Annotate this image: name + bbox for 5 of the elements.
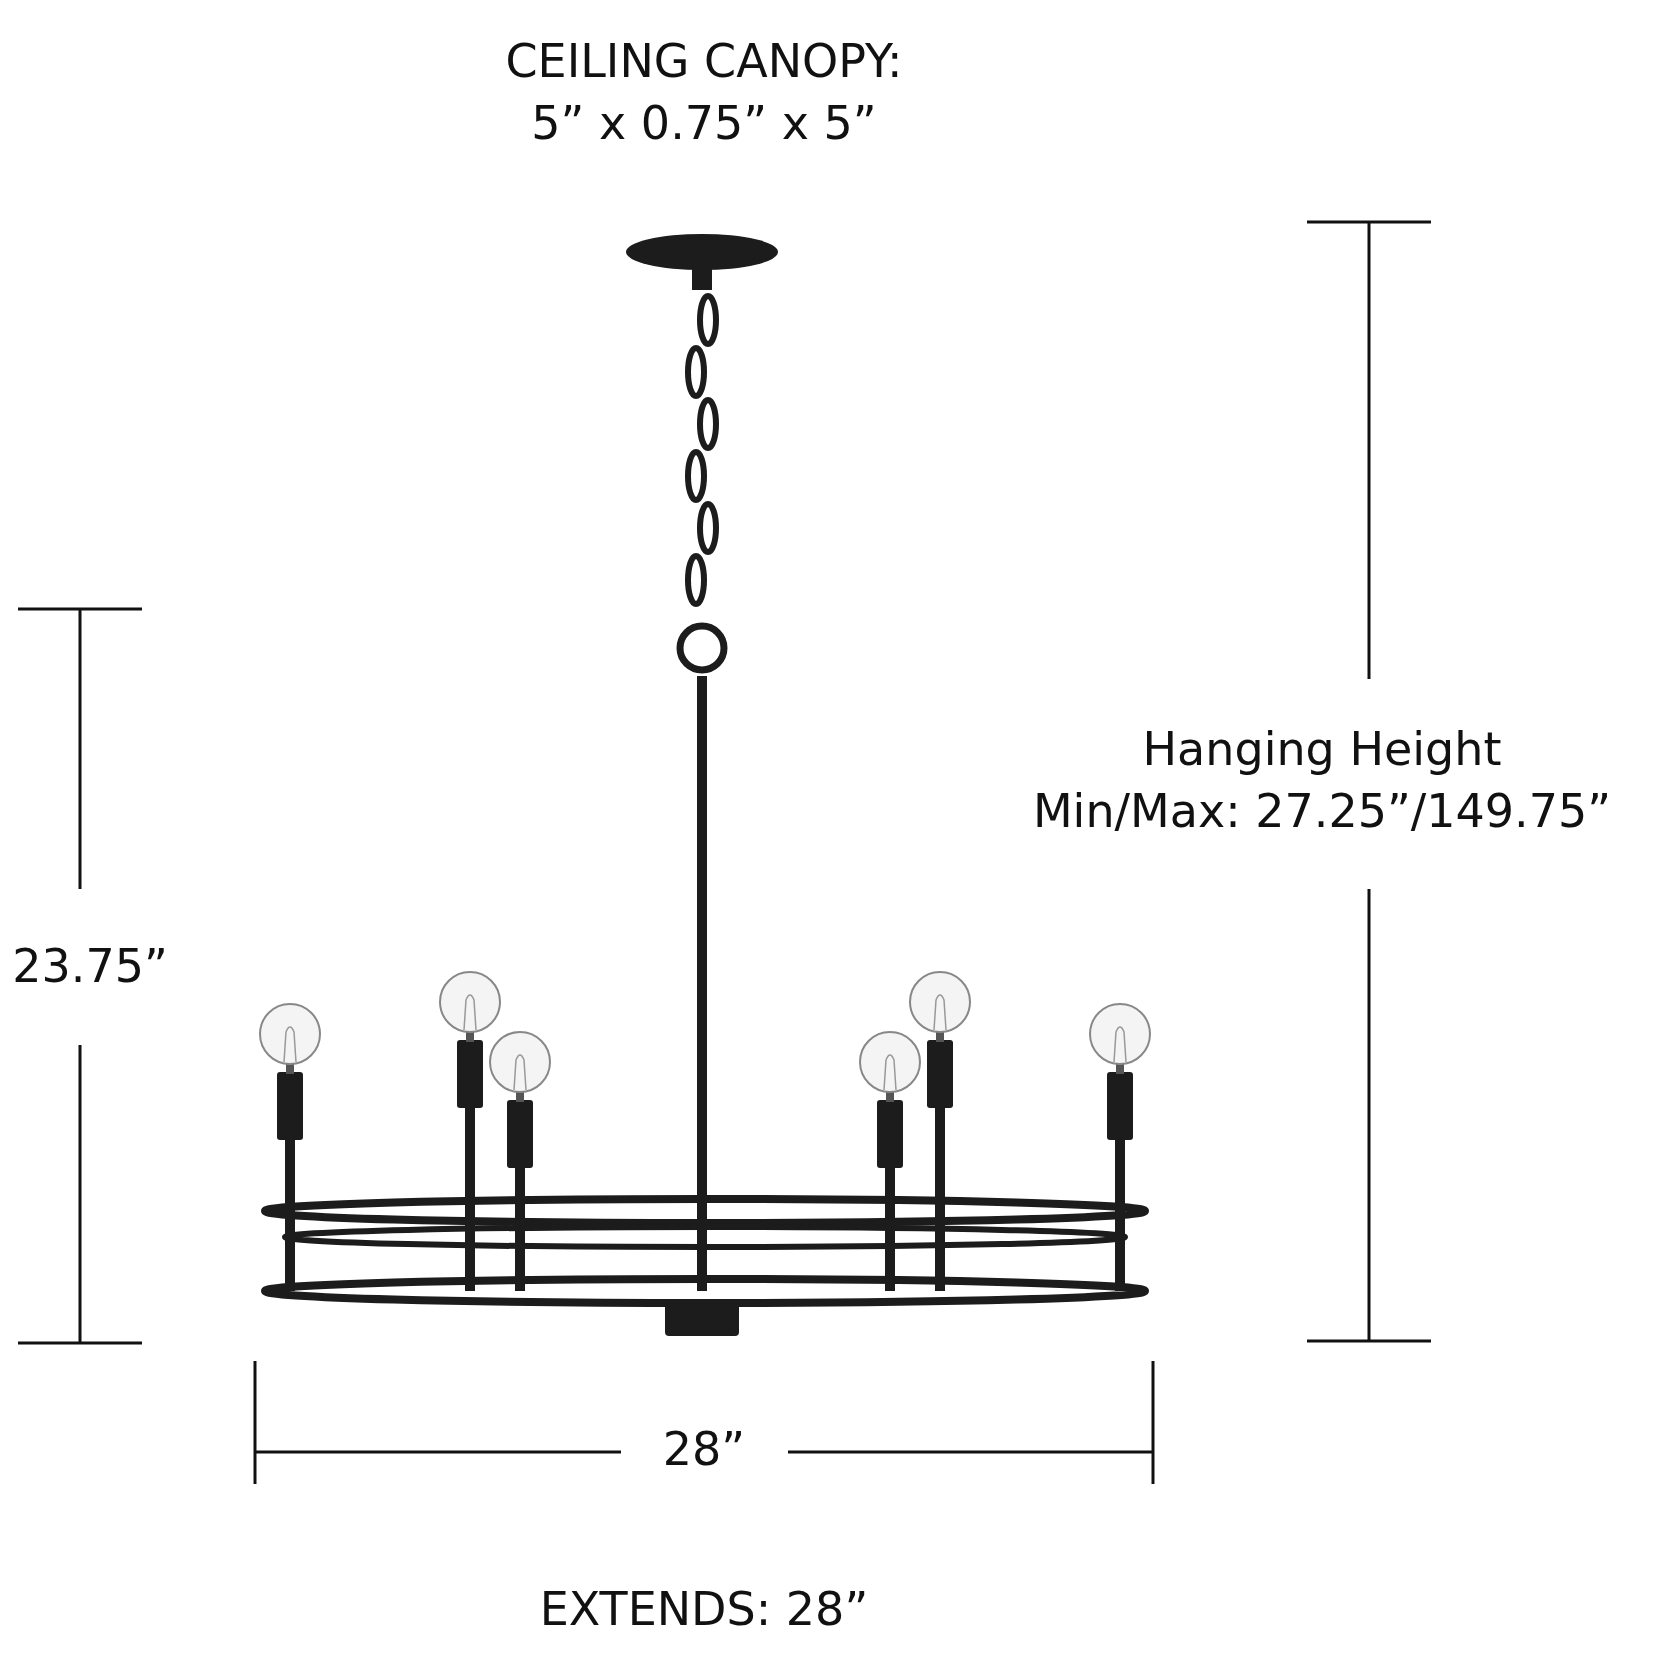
height-dimension-text: 23.75” — [11, 938, 169, 995]
extends-dimension-text: EXTENDS: 28” — [538, 1581, 870, 1638]
canopy-dimension-text: CEILING CANOPY: 5” x 0.75” x 5” — [504, 33, 904, 153]
hanging-height-text: Hanging Height Min/Max: 27.25”/149.75” — [1031, 721, 1613, 841]
width-dimension-text: 28” — [661, 1421, 747, 1478]
